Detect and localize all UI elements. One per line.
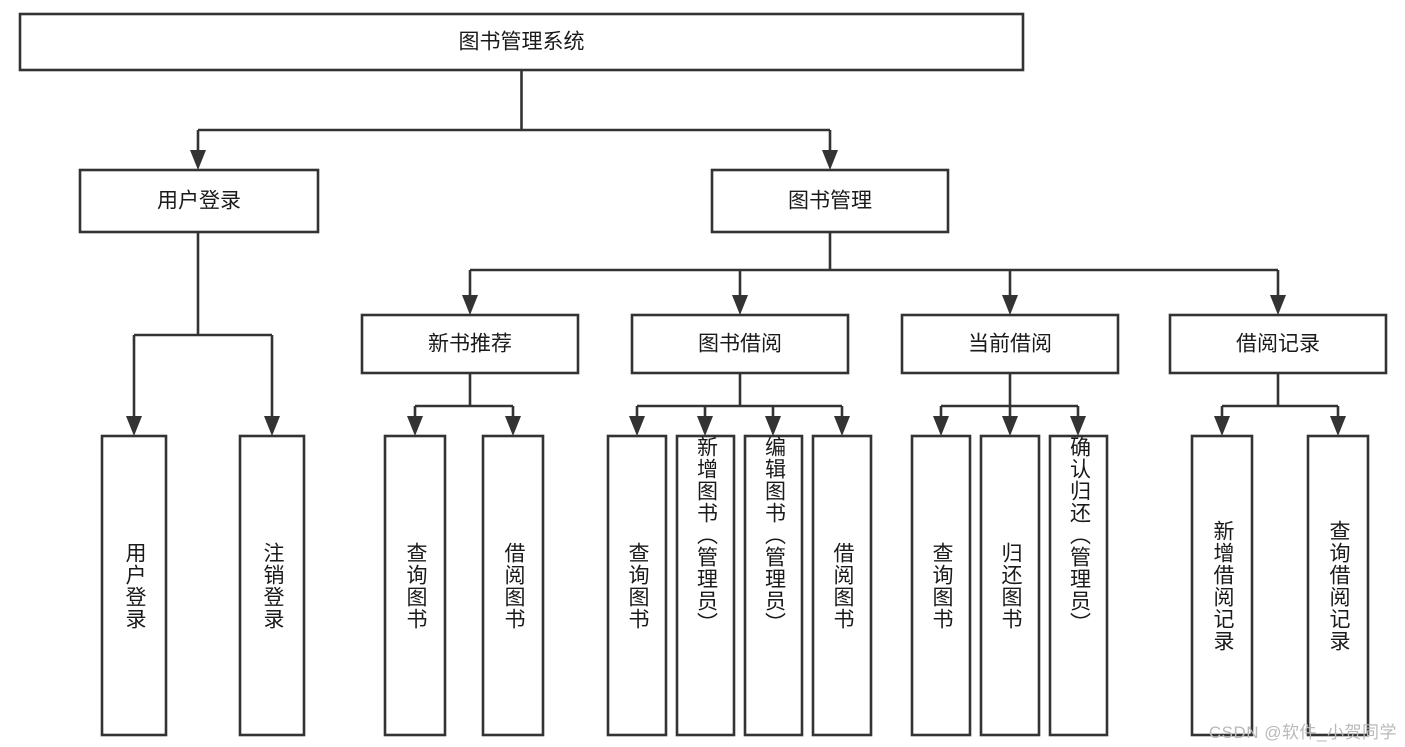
node-book-borrow[interactable]	[630, 313, 850, 375]
node-new-book-rec-label: 新书推荐	[428, 333, 512, 356]
arrow-head-leaf-query-book-2	[629, 416, 645, 436]
arrow-head-leaf-return-book	[1002, 416, 1018, 436]
node-user-login-label: 用户登录	[157, 190, 241, 213]
arrow-head-new-book-rec	[462, 295, 478, 315]
node-user-login[interactable]	[78, 168, 320, 234]
node-root[interactable]	[18, 12, 1025, 72]
node-leaf-borrow-book-2[interactable]	[811, 434, 873, 737]
arrow-head-leaf-query-record	[1330, 416, 1346, 436]
node-layer: 图书管理系统 用户登录 图书管理 新书推荐 图书借阅 当前借阅 借阅记录	[18, 12, 1388, 737]
arrow-head-book-borrow	[732, 295, 748, 315]
arrow-head-leaf-add-record	[1214, 416, 1230, 436]
arrow-head-current-borrow	[1002, 295, 1018, 315]
node-leaf-query-book-2[interactable]	[606, 434, 668, 737]
node-leaf-add-record[interactable]	[1190, 434, 1254, 737]
arrow-head-leaf-query-book-1	[407, 416, 423, 436]
node-book-manage-label: 图书管理	[788, 190, 872, 213]
arrow-head-leaf-user-login	[126, 416, 142, 436]
arrow-head-leaf-logout	[264, 416, 280, 436]
node-current-borrow-label: 当前借阅	[968, 333, 1052, 356]
node-book-manage[interactable]	[710, 168, 950, 234]
node-borrow-record[interactable]	[1168, 313, 1388, 375]
node-root-label: 图书管理系统	[459, 31, 585, 54]
arrow-head-leaf-add-book	[697, 416, 713, 436]
node-leaf-logout[interactable]	[238, 434, 306, 737]
arrow-head-leaf-borrow-book-1	[505, 416, 521, 436]
node-leaf-query-book-1[interactable]	[383, 434, 447, 737]
node-leaf-borrow-book-1[interactable]	[481, 434, 545, 737]
node-new-book-rec[interactable]	[360, 313, 580, 375]
arrow-head-user-login	[190, 150, 206, 170]
node-leaf-add-book[interactable]	[675, 434, 736, 737]
arrow-head-leaf-edit-book	[765, 416, 781, 436]
arrow-head-leaf-query-book-3	[933, 416, 949, 436]
node-leaf-query-book-3[interactable]	[910, 434, 972, 737]
arrow-head-borrow-record	[1270, 295, 1286, 315]
node-leaf-return-book[interactable]	[979, 434, 1041, 737]
node-leaf-confirm-return[interactable]	[1048, 434, 1109, 737]
arrow-head-leaf-confirm-return	[1070, 416, 1086, 436]
node-leaf-edit-book[interactable]	[743, 434, 804, 737]
arrow-head-book-manage	[822, 150, 838, 170]
node-leaf-user-login[interactable]	[100, 434, 168, 737]
node-borrow-record-label: 借阅记录	[1236, 333, 1320, 356]
node-current-borrow[interactable]	[900, 313, 1120, 375]
connector-layer	[126, 70, 1346, 436]
node-leaf-query-record[interactable]	[1306, 434, 1370, 737]
arrow-head-leaf-borrow-book-2	[834, 416, 850, 436]
node-book-borrow-label: 图书借阅	[698, 333, 782, 356]
